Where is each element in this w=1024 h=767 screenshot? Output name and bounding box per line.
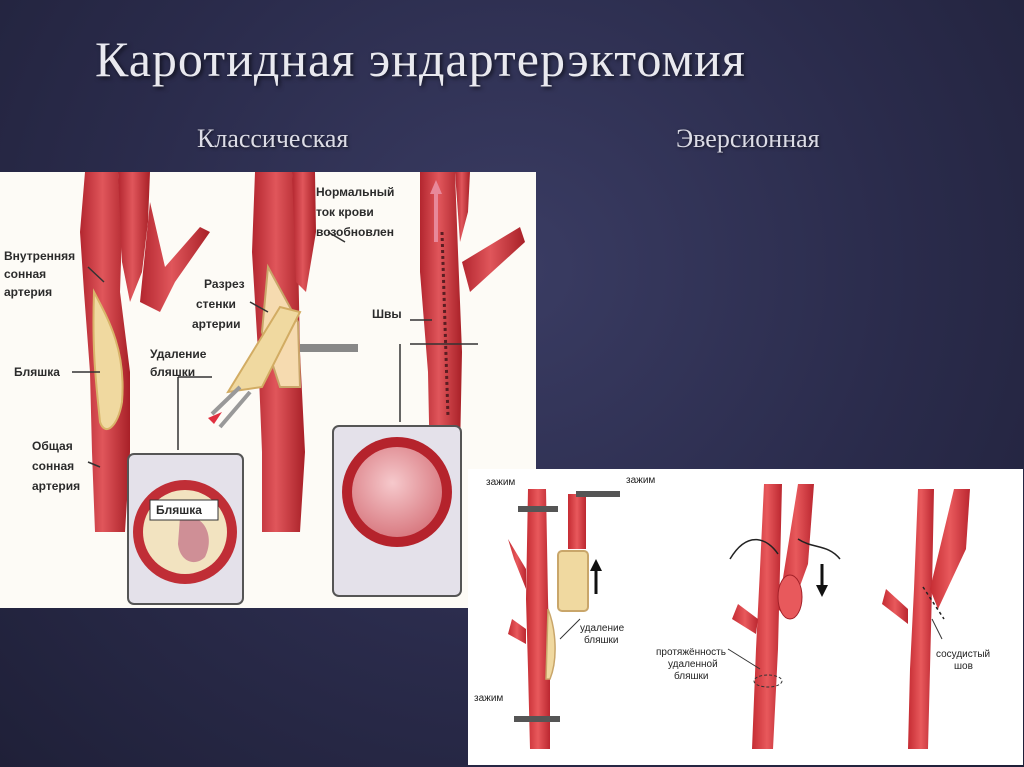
eversion-step-2 [729, 484, 841, 749]
label-incision-2: стенки [196, 297, 236, 311]
label-clamp-top-right: зажим [626, 475, 655, 486]
label-clamp-bottom: зажим [474, 693, 503, 704]
classic-illustration-panel: Внутренняя сонная артерия Бляшка Общая с… [0, 172, 536, 608]
subtitle-eversion: Эверсионная [676, 124, 820, 153]
label-internal-3: артерия [4, 285, 52, 299]
label-incision-1: Разрез [204, 277, 245, 291]
label-internal-1: Внутренняя [4, 249, 75, 263]
label-plaque: Бляшка [14, 365, 60, 379]
label-suture-1: сосудистый [936, 649, 990, 660]
eversion-step-3 [882, 489, 970, 749]
label-flow-2: ток крови [316, 205, 374, 219]
artery-incision [208, 172, 358, 532]
label-flow-1: Нормальный [316, 185, 394, 199]
artery-with-plaque [80, 172, 210, 532]
subtitle-classic: Классическая [197, 124, 349, 153]
label-removal-2: бляшки [150, 365, 195, 379]
slide-title: Каротидная эндартерэктомия [95, 31, 746, 87]
label-inset-plaque: Бляшка [156, 503, 202, 517]
classic-illustration: Внутренняя сонная артерия Бляшка Общая с… [4, 172, 525, 605]
label-internal-2: сонная [4, 267, 46, 281]
label-sutures: Швы [372, 307, 402, 321]
label-common-1: Общая [32, 439, 73, 453]
label-flow-3: возобновлен [316, 225, 394, 239]
label-suture-2: шов [954, 661, 973, 672]
label-extent-2: удаленной [668, 659, 718, 670]
artery-sutured [420, 172, 525, 472]
label-ev-removal-2: бляшки [584, 634, 619, 646]
label-common-3: артерия [32, 479, 80, 493]
label-extent-1: протяжённость [656, 647, 726, 658]
label-clamp-top-left: зажим [486, 477, 515, 488]
label-extent-3: бляшки [674, 670, 709, 682]
eversion-illustration: зажим зажим зажим удаление бляшки протяж… [474, 475, 990, 749]
label-ev-removal-1: удаление [580, 623, 625, 634]
eversion-illustration-panel: зажим зажим зажим удаление бляшки протяж… [468, 469, 1023, 765]
eversion-step-1 [508, 489, 620, 749]
label-removal-1: Удаление [150, 347, 207, 361]
label-common-2: сонная [32, 459, 74, 473]
label-incision-3: артерии [192, 317, 240, 331]
